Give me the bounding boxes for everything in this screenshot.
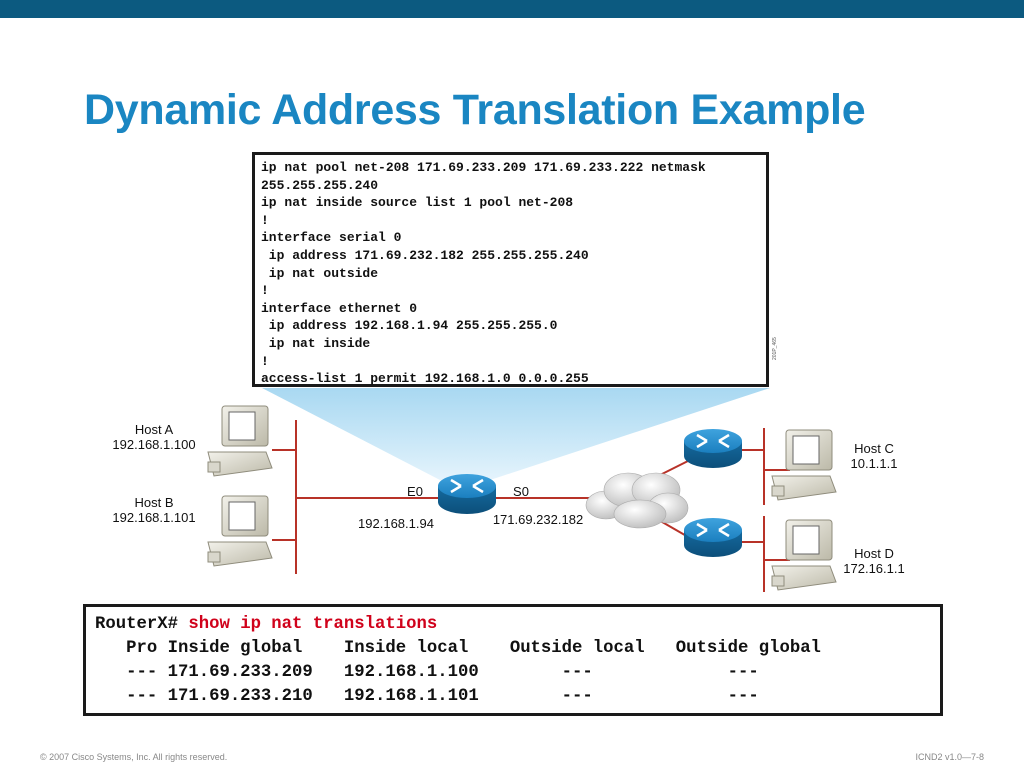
cli-command-line: RouterX# show ip nat translations	[95, 613, 940, 637]
config-line: ip address 192.168.1.94 255.255.255.0	[261, 318, 558, 334]
config-line: ip address 171.69.232.182 255.255.255.24…	[261, 247, 589, 263]
config-line: ip nat inside source list 1 pool net-208	[261, 195, 574, 211]
copyright-footer: © 2007 Cisco Systems, Inc. All rights re…	[40, 752, 228, 762]
config-line: interface serial 0	[261, 230, 402, 246]
s0-interface-label: S0	[513, 484, 529, 499]
host-a-label: Host A 192.168.1.100	[104, 422, 204, 452]
host-a-ip: 192.168.1.100	[112, 437, 196, 452]
slide-title: Dynamic Address Translation Example	[84, 86, 866, 134]
router-c-icon	[684, 429, 742, 468]
config-line: ip nat inside	[261, 335, 371, 351]
network-diagram	[207, 388, 837, 592]
host-c-name: Host C	[854, 441, 894, 456]
host-d-name: Host D	[854, 546, 894, 561]
e0-ip-label: 192.168.1.94	[358, 516, 434, 531]
config-line: access-list 1 permit 192.168.1.0 0.0.0.2…	[261, 371, 589, 387]
config-line: !	[261, 212, 269, 228]
top-banner	[0, 0, 1024, 18]
cli-output-box: RouterX# show ip nat translations Pro In…	[83, 604, 943, 716]
s0-ip-label: 171.69.232.182	[492, 512, 584, 527]
wan-cloud-icon	[585, 472, 689, 529]
host-d-computer-icon	[771, 519, 837, 591]
host-b-ip: 192.168.1.101	[112, 510, 196, 525]
host-c-label: Host C 10.1.1.1	[834, 441, 914, 471]
host-a-name: Host A	[134, 422, 174, 437]
host-d-ip: 172.16.1.1	[843, 561, 905, 576]
e0-interface-label: E0	[407, 484, 423, 499]
nat-table-row: --- 171.69.233.209 192.168.1.100 --- ---	[95, 663, 759, 682]
host-b-computer-icon	[207, 495, 273, 567]
router-d-icon	[684, 518, 742, 557]
config-line: interface ethernet 0	[261, 300, 418, 316]
cli-command: show ip nat translations	[188, 615, 438, 634]
host-b-name: Host B	[134, 495, 174, 510]
config-line: !	[261, 353, 269, 369]
nat-table-header: Pro Inside global Inside local Outside l…	[95, 639, 821, 658]
slide-code: 201P_465	[772, 337, 778, 360]
config-line: 255.255.255.240	[261, 177, 379, 193]
host-a-computer-icon	[207, 405, 273, 477]
config-beam	[262, 388, 770, 480]
config-line: ip nat outside	[261, 265, 379, 281]
router-x-icon	[438, 474, 496, 514]
cli-prompt: RouterX#	[95, 615, 189, 634]
host-c-computer-icon	[771, 429, 837, 501]
host-b-label: Host B 192.168.1.101	[104, 495, 204, 525]
config-line: !	[261, 283, 269, 299]
host-d-label: Host D 172.16.1.1	[834, 546, 914, 576]
config-line: ip nat pool net-208 171.69.233.209 171.6…	[261, 160, 706, 175]
nat-table-row: --- 171.69.233.210 192.168.1.101 --- ---	[95, 687, 759, 706]
host-c-ip: 10.1.1.1	[850, 456, 898, 471]
slide-number-footer: ICND2 v1.0—7-8	[915, 752, 984, 762]
router-config-box: ip nat pool net-208 171.69.233.209 171.6…	[252, 152, 769, 387]
